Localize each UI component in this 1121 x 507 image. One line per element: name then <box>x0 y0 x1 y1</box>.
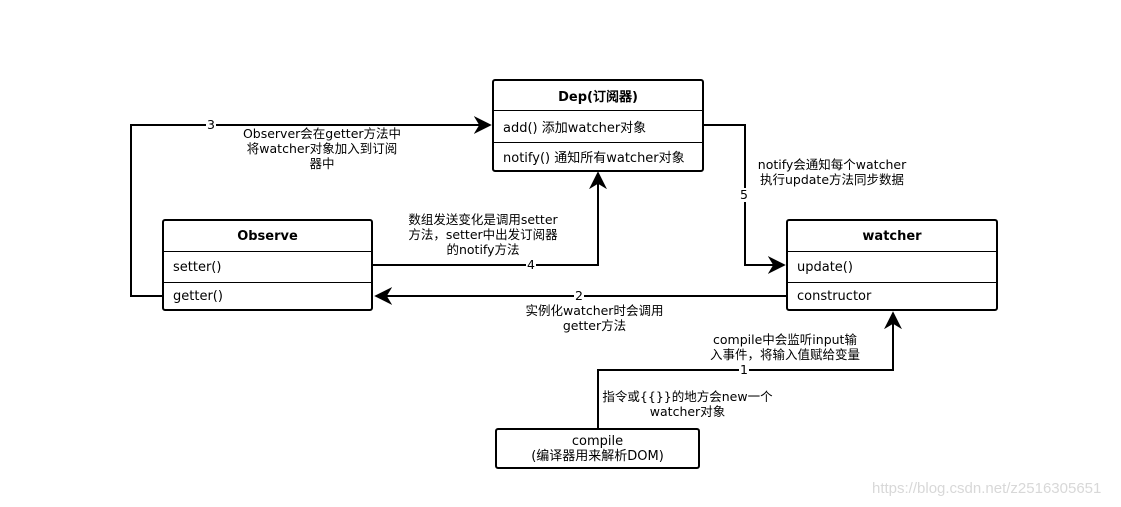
edge-5-label: notify会通知每个watcher 执行update方法同步数据 <box>757 157 907 187</box>
edge-3-line <box>130 116 492 297</box>
observe-getter-row: getter() <box>164 282 371 309</box>
edge-1-label-above: compile中会监听input输 入事件，将输入值赋给变量 <box>709 332 860 362</box>
watcher-box: watcher update() constructor <box>786 219 998 311</box>
watcher-update-row: update() <box>797 259 853 275</box>
dep-add-row: add() 添加watcher对象 <box>503 121 647 136</box>
observe-setter-row: setter() <box>173 259 222 275</box>
compile-line1: compile <box>571 433 624 449</box>
edge-1-label-below: 指令或{{}}的地方会new一个 watcher对象 <box>602 389 773 419</box>
dep-title: Dep(订阅器) <box>494 81 702 111</box>
watcher-constructor-row: constructor <box>788 282 996 309</box>
watermark: https://blog.csdn.net/z2516305651 <box>872 480 1102 497</box>
compile-line2: (编译器用来解析DOM) <box>531 448 664 464</box>
edge-5-number: 5 <box>739 187 749 202</box>
dep-box: Dep(订阅器) add() 添加watcher对象 notify() 通知所有… <box>492 79 704 172</box>
watcher-title: watcher <box>788 221 996 252</box>
edge-3-number: 3 <box>206 117 216 132</box>
edge-2-number: 2 <box>574 288 584 303</box>
compile-box: compile (编译器用来解析DOM) <box>495 428 700 469</box>
edge-2-label: 实例化watcher时会调用 getter方法 <box>525 303 664 333</box>
edge-3-label: Observer会在getter方法中 将watcher对象加入到订阅 器中 <box>242 126 402 171</box>
observe-title: Observe <box>164 221 371 252</box>
edge-4-label: 数组发送变化是调用setter 方法，setter中出发订阅器 的notify方… <box>408 212 558 257</box>
dep-notify-row: notify() 通知所有watcher对象 <box>494 142 702 170</box>
edge-4-line <box>373 171 607 266</box>
edge-4-number: 4 <box>526 257 536 272</box>
edge-1-number: 1 <box>739 362 749 377</box>
observe-box: Observe setter() getter() <box>162 219 373 311</box>
